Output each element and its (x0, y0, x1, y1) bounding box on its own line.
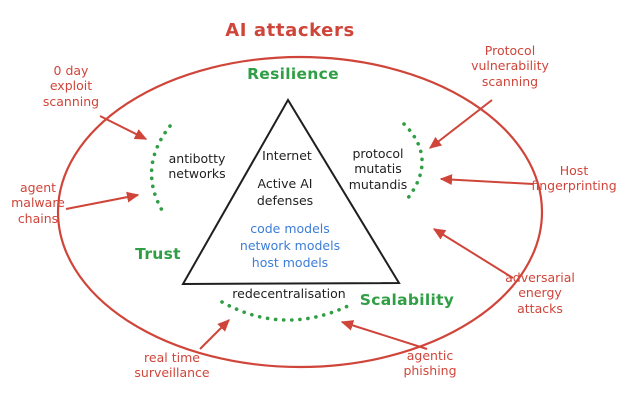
core-label-internet: Internet (262, 148, 312, 163)
dotted-arc-left (149, 124, 172, 214)
arrow-zero-day (99, 115, 148, 140)
arrow-agent-malware (65, 191, 140, 210)
arrow-real-time-surveillance (199, 319, 230, 350)
attack-label-agent-malware-chains: agent malware chains (11, 180, 65, 226)
core-label-active-ai-defenses: Active AI defenses (256, 176, 314, 208)
defense-label-redecentralisation: redecentralisation (232, 286, 346, 301)
attack-label-zero-day-exploit-scanning: 0 day exploit scanning (42, 63, 100, 109)
defense-triangle (181, 98, 401, 286)
attack-label-host-fingerprinting: Host fingerprinting (531, 163, 617, 194)
defense-label-protocol-mutatis-mutandis: protocol mutatis mutandis (348, 146, 408, 192)
vertex-label-resilience: Resilience (247, 65, 339, 83)
defense-label-antibotty-networks: antibotty networks (168, 151, 226, 182)
attack-label-real-time-surveillance: real time surveillance (134, 350, 210, 381)
arrow-host-fingerprinting (439, 174, 534, 186)
arrow-adversarial-energy (432, 228, 514, 279)
arrow-protocol-vulnerability (428, 99, 493, 149)
diagram-title: AI attackers (225, 20, 355, 41)
dotted-arc-bottom (220, 300, 350, 322)
vertex-label-scalability: Scalability (359, 291, 455, 309)
dotted-arc-right (402, 122, 424, 200)
vertex-label-trust: Trust (135, 245, 181, 263)
attack-label-agentic-phishing: agentic phishing (403, 348, 457, 379)
attack-label-protocol-vulnerability-scanning: Protocol vulnerability scanning (471, 43, 549, 89)
arrow-agentic-phishing (340, 320, 428, 350)
attack-surface-ellipse (56, 55, 544, 369)
core-label-defense-models: code models network models host models (239, 221, 341, 270)
attack-label-adversarial-energy-attacks: adversarial energy attacks (505, 270, 575, 316)
